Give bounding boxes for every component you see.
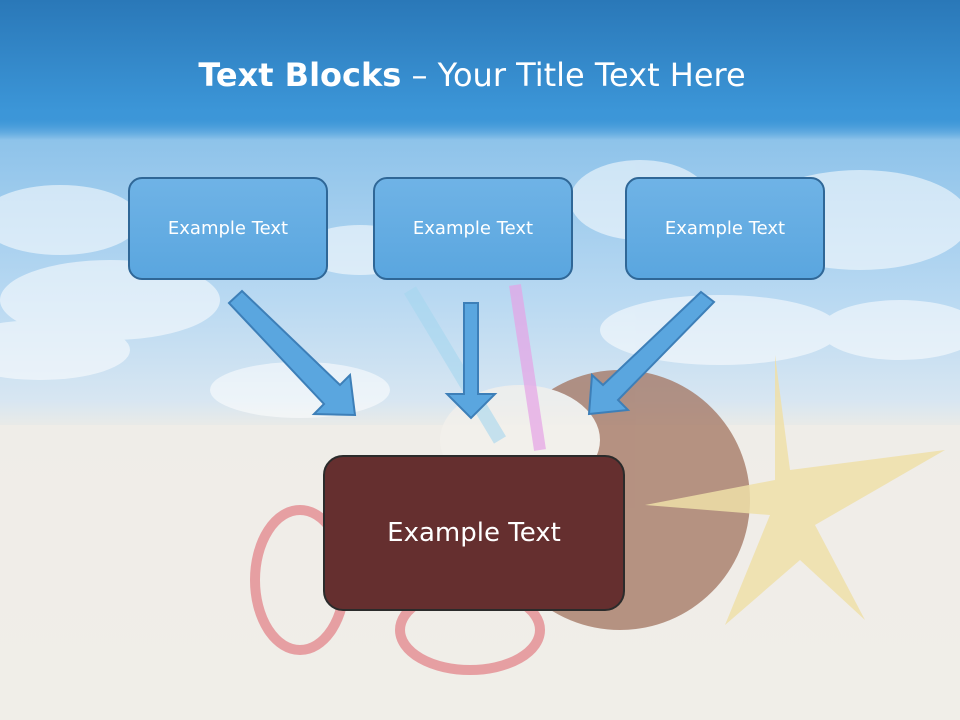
text-block-center[interactable]: Example Text — [373, 177, 573, 280]
text-block-right[interactable]: Example Text — [625, 177, 825, 280]
text-block-center-label: Example Text — [412, 218, 534, 239]
slide-title: Text Blocks – Your Title Text Here — [0, 56, 944, 94]
text-block-left-label: Example Text — [167, 218, 289, 239]
text-block-main[interactable]: Example Text — [323, 455, 625, 611]
text-block-main-label: Example Text — [387, 518, 561, 548]
arrow-left-icon — [227, 289, 357, 417]
text-block-right-label: Example Text — [664, 218, 786, 239]
title-bold: Text Blocks — [198, 56, 402, 94]
arrow-center-icon — [444, 302, 498, 420]
text-block-left[interactable]: Example Text — [128, 177, 328, 280]
title-rest: – Your Title Text Here — [401, 56, 746, 94]
starfish — [645, 355, 945, 625]
title-band — [0, 0, 960, 140]
arrow-right-icon — [587, 290, 716, 416]
